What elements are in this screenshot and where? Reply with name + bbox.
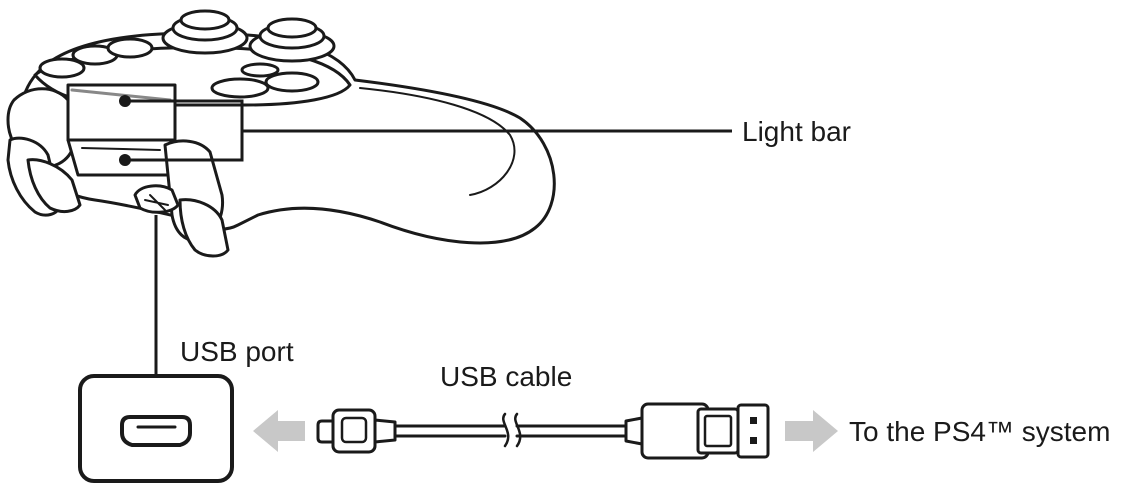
usb-port-closeup — [78, 374, 234, 483]
front-button-2 — [264, 71, 320, 93]
usb-port-label: USB port — [180, 336, 294, 367]
light-bar-lower — [81, 147, 161, 151]
controller-usb-slot — [144, 194, 169, 211]
to-ps4-system-label: To the PS4™ system — [849, 416, 1110, 447]
touch-pad — [66, 83, 177, 142]
front-button-1 — [210, 77, 270, 99]
front-button-3 — [240, 62, 280, 78]
dpad-button-3 — [106, 37, 154, 59]
controller-illustration — [6, 9, 556, 258]
controller-usb-port — [133, 184, 180, 214]
left-arrow-icon — [253, 410, 305, 452]
dpad-button-1 — [38, 57, 86, 79]
left-grip-lower — [26, 158, 82, 214]
usb-cable-illustration — [316, 402, 770, 460]
cable-break — [502, 412, 522, 448]
light-bar-leader — [125, 99, 732, 162]
right-arrow-icon — [785, 410, 838, 452]
micro-usb-socket-icon — [120, 415, 192, 447]
micro-usb-plug — [316, 419, 335, 444]
usb-cable-label: USB cable — [440, 361, 572, 392]
light-bar-label: Light bar — [742, 116, 851, 147]
right-analog-stick — [248, 17, 336, 63]
light-bar-strip — [70, 88, 172, 102]
right-trigger-lower — [178, 198, 230, 258]
left-analog-stick — [161, 9, 249, 55]
